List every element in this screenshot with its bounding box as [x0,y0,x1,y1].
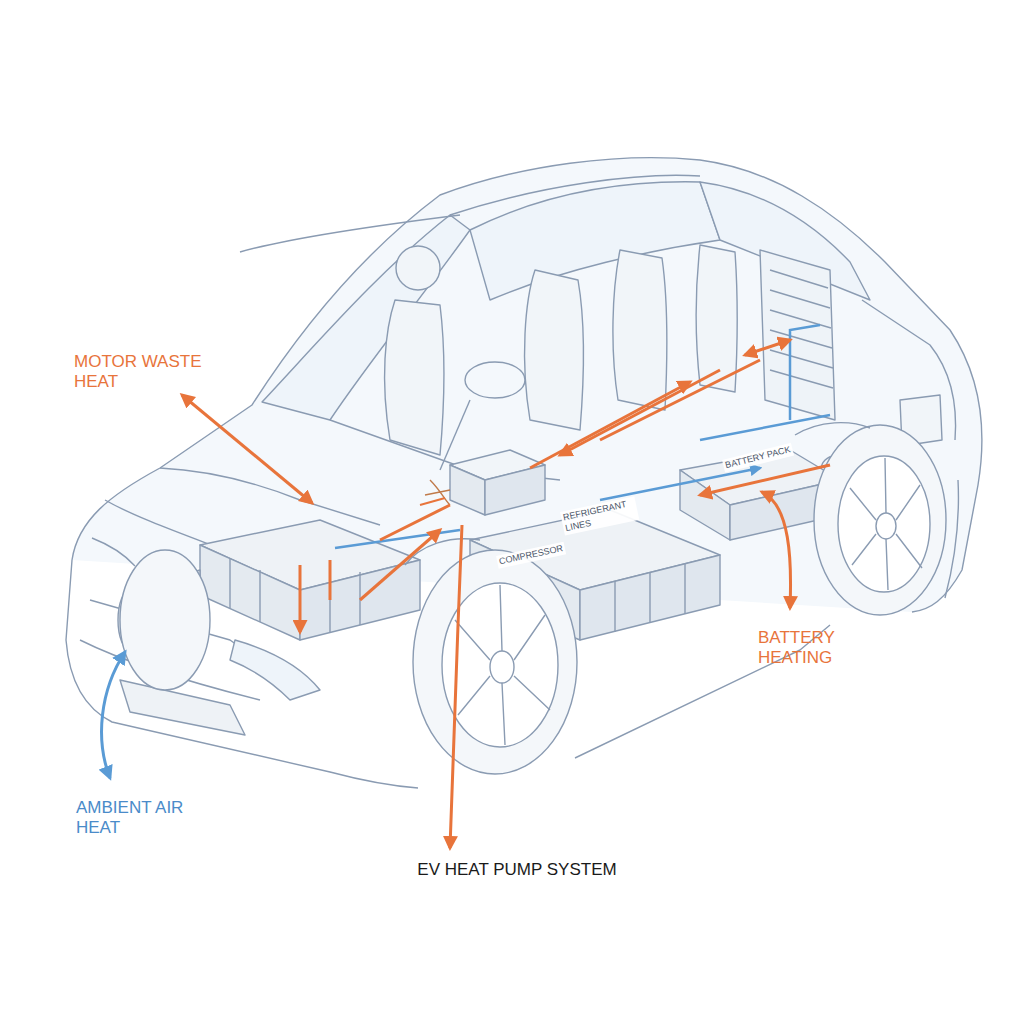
heat-source-label: MOTOR WASTE HEAT [74,352,214,393]
component-label: BATTERY PACK [722,443,794,473]
diagram-title: EV HEAT PUMP SYSTEM [362,860,672,880]
heat-source-label: AMBIENT AIR HEAT [76,798,206,839]
component-label: REFRIGERANT LINES [560,496,639,535]
component-label: COMPRESSOR [496,542,566,569]
heat-flow-label: BATTERY HEATING [758,628,888,669]
